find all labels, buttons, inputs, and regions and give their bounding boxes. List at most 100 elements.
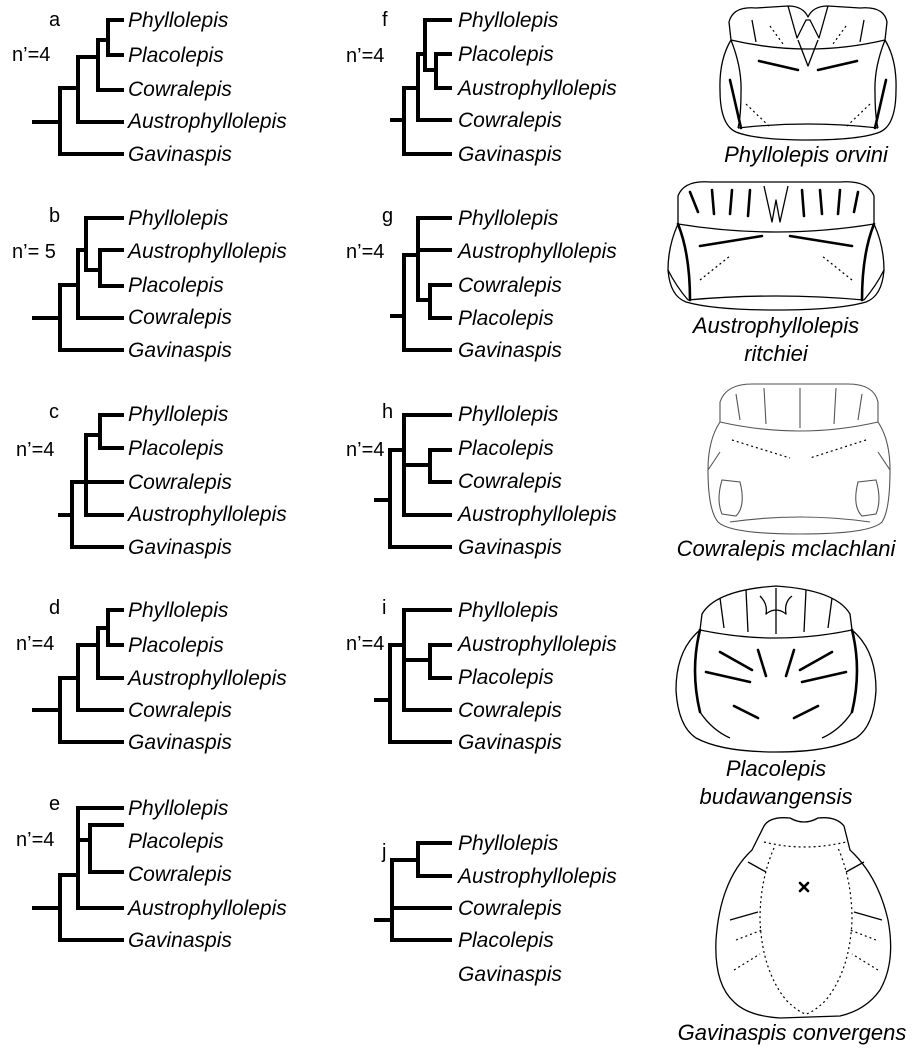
tree-j: j Phyllolepis Austrophyllolepis Cowralep… xyxy=(376,832,617,986)
taxon-c-1: Phyllolepis xyxy=(128,403,229,426)
taxon-g-1: Phyllolepis xyxy=(458,207,559,230)
taxon-a-4: Austrophyllolepis xyxy=(126,110,287,133)
taxon-a-1: Phyllolepis xyxy=(128,9,229,32)
taxon-g-2: Austrophyllolepis xyxy=(456,240,617,263)
cowralepis-mclachlani-illustration xyxy=(708,384,890,534)
taxon-h-3: Cowralepis xyxy=(458,470,562,493)
taxon-h-1: Phyllolepis xyxy=(458,403,559,426)
taxon-h-2: Placolepis xyxy=(458,437,554,460)
tree-branches-h xyxy=(376,415,450,547)
n-prime-a: n’=4 xyxy=(12,44,50,66)
taxon-a-2: Placolepis xyxy=(128,44,224,67)
tree-branches-c xyxy=(60,415,122,547)
taxon-b-4: Cowralepis xyxy=(128,306,232,329)
tree-label-d: d xyxy=(49,597,60,619)
placolepis-budawangensis-illustration xyxy=(676,586,876,752)
tree-f: f n’=4 Phyllolepis Placolepis Austrophyl… xyxy=(346,9,617,166)
tree-branches-f xyxy=(392,20,450,154)
gavinaspis-convergens-illustration xyxy=(716,818,891,1018)
taxon-e-5: Gavinaspis xyxy=(128,929,232,952)
species-name-phyllolepis-1: Phyllolepis orvini xyxy=(724,142,889,167)
specimen-gavinaspis: Gavinaspis convergens xyxy=(678,818,907,1045)
taxon-f-3: Austrophyllolepis xyxy=(456,77,617,100)
tree-branches-i xyxy=(376,610,450,742)
specimen-phyllolepis: Phyllolepis orvini xyxy=(720,6,896,167)
taxon-h-5: Gavinaspis xyxy=(458,536,562,559)
taxon-g-4: Placolepis xyxy=(458,307,554,330)
taxon-c-5: Gavinaspis xyxy=(128,536,232,559)
taxon-c-4: Austrophyllolepis xyxy=(126,503,287,526)
tree-d: d n’=4 Phyllolepis Placolepis Austrophyl… xyxy=(16,597,287,754)
taxon-i-5: Gavinaspis xyxy=(458,731,562,754)
tree-branches-e xyxy=(34,808,122,940)
tree-g: g n’=4 Phyllolepis Austrophyllolepis Cow… xyxy=(346,205,617,362)
n-prime-g: n’=4 xyxy=(346,241,384,263)
tree-label-j: j xyxy=(381,841,386,863)
tree-label-h: h xyxy=(382,401,393,423)
tree-label-i: i xyxy=(382,597,386,619)
taxon-e-2: Placolepis xyxy=(128,830,224,853)
n-prime-h: n’=4 xyxy=(346,439,384,461)
tree-i: i n’=4 Phyllolepis Austrophyllolepis Pla… xyxy=(346,597,617,754)
taxon-h-4: Austrophyllolepis xyxy=(456,503,617,526)
taxon-f-4: Cowralepis xyxy=(458,109,562,132)
taxon-i-2: Austrophyllolepis xyxy=(456,633,617,656)
taxon-e-3: Cowralepis xyxy=(128,863,232,886)
specimen-austrophyllolepis: Austrophyllolepis ritchiei xyxy=(668,182,884,366)
tree-branches-b xyxy=(34,218,122,350)
tree-c: c n’=4 Phyllolepis Placolepis Cowralepis… xyxy=(16,401,287,559)
phyllolepis-orvini-illustration xyxy=(720,6,896,140)
species-name-cowralepis-1: Cowralepis mclachlani xyxy=(677,536,897,561)
tree-branches-a xyxy=(34,20,122,154)
n-prime-e: n’=4 xyxy=(16,829,54,851)
tree-b: b n’= 5 Phyllolepis Austrophyllolepis Pl… xyxy=(12,205,287,362)
taxon-d-2: Placolepis xyxy=(128,634,224,657)
tree-label-e: e xyxy=(49,793,60,815)
taxon-d-1: Phyllolepis xyxy=(128,599,229,622)
taxon-f-5: Gavinaspis xyxy=(458,143,562,166)
n-prime-b: n’= 5 xyxy=(12,241,56,263)
species-name-placolepis-1: Placolepis xyxy=(726,756,826,781)
taxon-e-4: Austrophyllolepis xyxy=(126,897,287,920)
taxon-d-3: Austrophyllolepis xyxy=(126,667,287,690)
species-name-gavinaspis-1: Gavinaspis convergens xyxy=(678,1020,907,1045)
tree-label-c: c xyxy=(49,401,59,423)
n-prime-i: n’=4 xyxy=(346,633,384,655)
species-name-austrophyllolepis-1: Austrophyllolepis xyxy=(691,313,859,338)
taxon-d-4: Cowralepis xyxy=(128,699,232,722)
taxon-c-2: Placolepis xyxy=(128,437,224,460)
taxon-b-1: Phyllolepis xyxy=(128,207,229,230)
taxon-i-3: Placolepis xyxy=(458,666,554,689)
tree-e: e n’=4 Phyllolepis Placolepis Cowralepis… xyxy=(16,793,287,952)
taxon-f-1: Phyllolepis xyxy=(458,9,559,32)
n-prime-f: n’=4 xyxy=(346,45,384,67)
taxon-i-1: Phyllolepis xyxy=(458,599,559,622)
n-prime-c: n’=4 xyxy=(16,439,54,461)
taxon-j-3: Cowralepis xyxy=(458,897,562,920)
taxon-e-1: Phyllolepis xyxy=(128,797,229,820)
taxon-c-3: Cowralepis xyxy=(128,471,232,494)
tree-a: a n’=4 Phyllolepis Placolepis Cowralepis… xyxy=(12,9,287,166)
tree-label-a: a xyxy=(49,9,61,31)
species-name-austrophyllolepis-2: ritchiei xyxy=(744,341,809,366)
tree-branches-d xyxy=(34,610,122,742)
taxon-g-5: Gavinaspis xyxy=(458,339,562,362)
taxon-b-3: Placolepis xyxy=(128,274,224,297)
taxon-a-3: Cowralepis xyxy=(128,78,232,101)
taxon-g-3: Cowralepis xyxy=(458,274,562,297)
tree-label-f: f xyxy=(382,9,388,31)
specimen-cowralepis: Cowralepis mclachlani xyxy=(677,384,897,561)
taxon-d-5: Gavinaspis xyxy=(128,731,232,754)
tree-branches-g xyxy=(392,218,450,350)
specimen-placolepis: Placolepis budawangensis xyxy=(676,586,876,809)
species-name-placolepis-2: budawangensis xyxy=(700,784,853,809)
taxon-a-5: Gavinaspis xyxy=(128,143,232,166)
taxon-j-4: Placolepis xyxy=(458,929,554,952)
taxon-i-4: Cowralepis xyxy=(458,699,562,722)
austrophyllolepis-ritchiei-illustration xyxy=(668,182,884,310)
n-prime-d: n’=4 xyxy=(16,633,54,655)
taxon-j-2: Austrophyllolepis xyxy=(456,865,617,888)
tree-branches-j xyxy=(376,843,450,940)
taxon-f-2: Placolepis xyxy=(458,43,554,66)
